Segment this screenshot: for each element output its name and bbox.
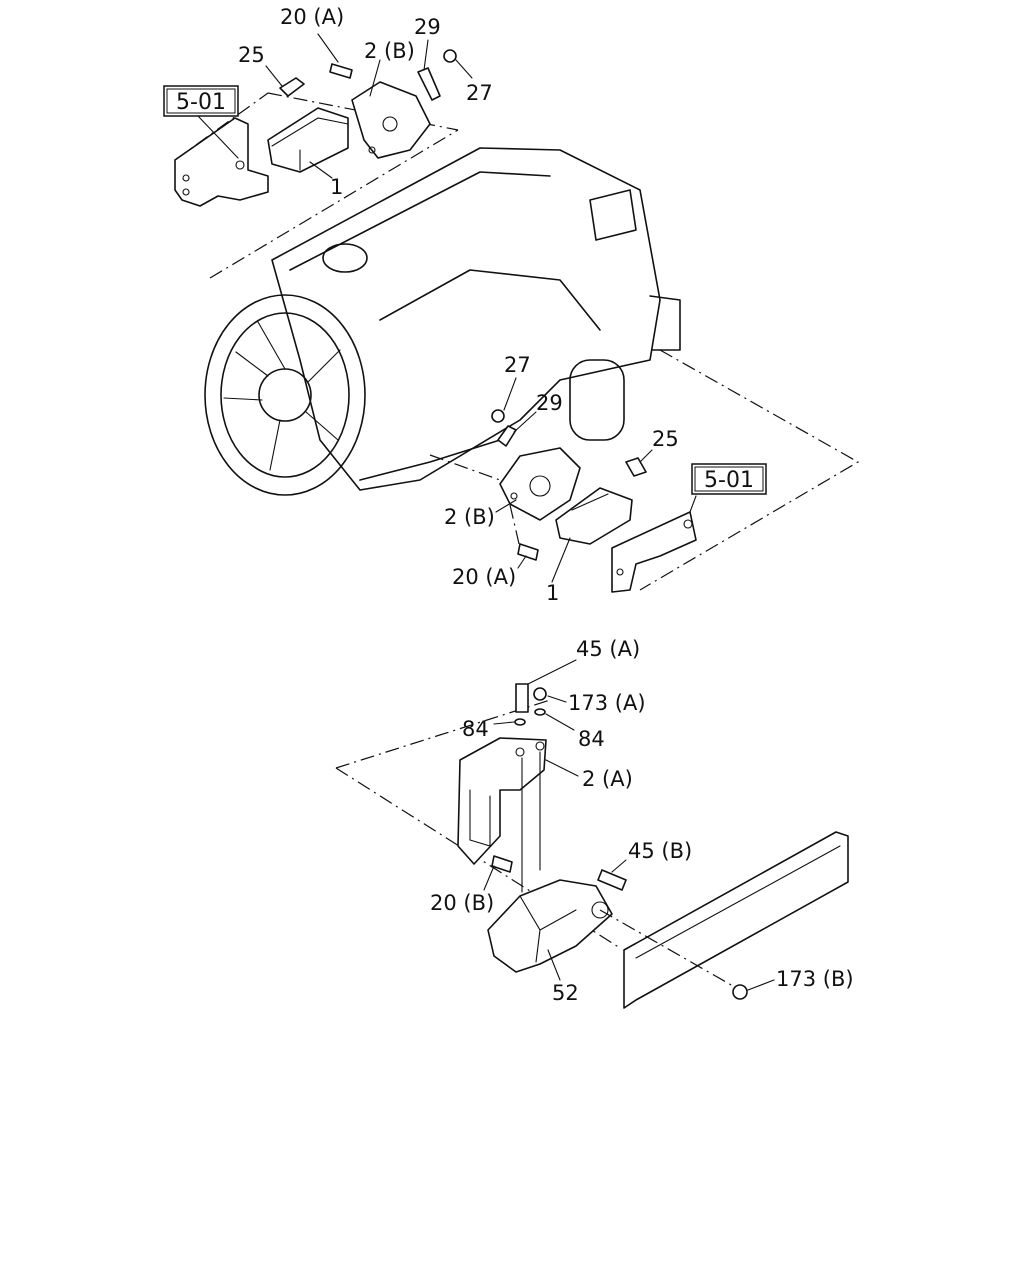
- bolt-45b: [597, 869, 627, 891]
- callout-29-top: 29: [414, 15, 441, 39]
- frame-bracket-top: [174, 117, 269, 207]
- callout-27-mid: 27: [504, 353, 531, 377]
- middle-mount-assembly: [491, 409, 697, 593]
- washer-84-right: [534, 708, 546, 716]
- reference-box-right[interactable]: 5-01: [691, 463, 767, 495]
- bolt-20b: [491, 855, 513, 873]
- lower-mount-assembly: [335, 683, 849, 1009]
- callout-84-left: 84: [462, 717, 489, 741]
- bolt-20a-top: [329, 63, 353, 79]
- callout-29-mid: 29: [536, 391, 563, 415]
- callout-45b: 45 (B): [628, 839, 692, 863]
- bracket-2b-top: [351, 81, 431, 159]
- callout-25-top: 25: [238, 43, 265, 67]
- nut-173a: [533, 687, 547, 701]
- callout-173b: 173 (B): [776, 967, 854, 991]
- nut-27-mid: [491, 409, 505, 423]
- callout-20a-mid: 20 (A): [452, 565, 516, 589]
- callout-84-right: 84: [578, 727, 605, 751]
- bolt-20a-mid: [517, 543, 539, 561]
- engine-plane-top: [209, 129, 459, 279]
- callout-45a: 45 (A): [576, 637, 640, 661]
- washer-84-left: [514, 718, 526, 726]
- callout-173a: 173 (A): [568, 691, 646, 715]
- leader-lines: [197, 33, 775, 991]
- bracket-2b-mid: [499, 447, 581, 521]
- mount-52: [487, 879, 613, 973]
- ref-label-right: 5-01: [704, 468, 754, 493]
- nut-173b: [732, 984, 748, 1000]
- callout-20a-top: 20 (A): [280, 5, 344, 29]
- reference-box-top[interactable]: 5-01: [163, 85, 239, 117]
- engine-block: [204, 129, 860, 591]
- callout-2a: 2 (A): [582, 767, 633, 791]
- bracket-2a: [457, 737, 547, 865]
- washer-29-top: [417, 67, 441, 101]
- callout-2b-top: 2 (B): [364, 39, 415, 63]
- callout-20b: 20 (B): [430, 891, 494, 915]
- washer-29-mid: [497, 425, 517, 447]
- callout-2b-mid: 2 (B): [444, 505, 495, 529]
- bolt-45a: [515, 683, 529, 713]
- nut-27-top: [443, 49, 457, 63]
- callout-labels: 20 (A) 25 2 (B) 29 27 1 27 29 25 2 (B) 2…: [238, 5, 854, 1005]
- mount-cushion-mid: [555, 487, 633, 545]
- top-mount-assembly: [174, 49, 459, 207]
- chassis-frame-rail: [623, 831, 849, 1009]
- callout-1-top: 1: [330, 175, 343, 199]
- callout-1-mid: 1: [546, 581, 559, 605]
- ref-label-top: 5-01: [176, 90, 226, 115]
- frame-bracket-mid: [611, 511, 697, 593]
- bolt-25-top: [279, 77, 305, 97]
- cooling-fan: [204, 294, 366, 496]
- callout-52: 52: [552, 981, 579, 1005]
- bolt-25-mid: [625, 457, 647, 477]
- callout-25-mid: 25: [652, 427, 679, 451]
- callout-27-top: 27: [466, 81, 493, 105]
- mount-cushion-top: [267, 107, 349, 173]
